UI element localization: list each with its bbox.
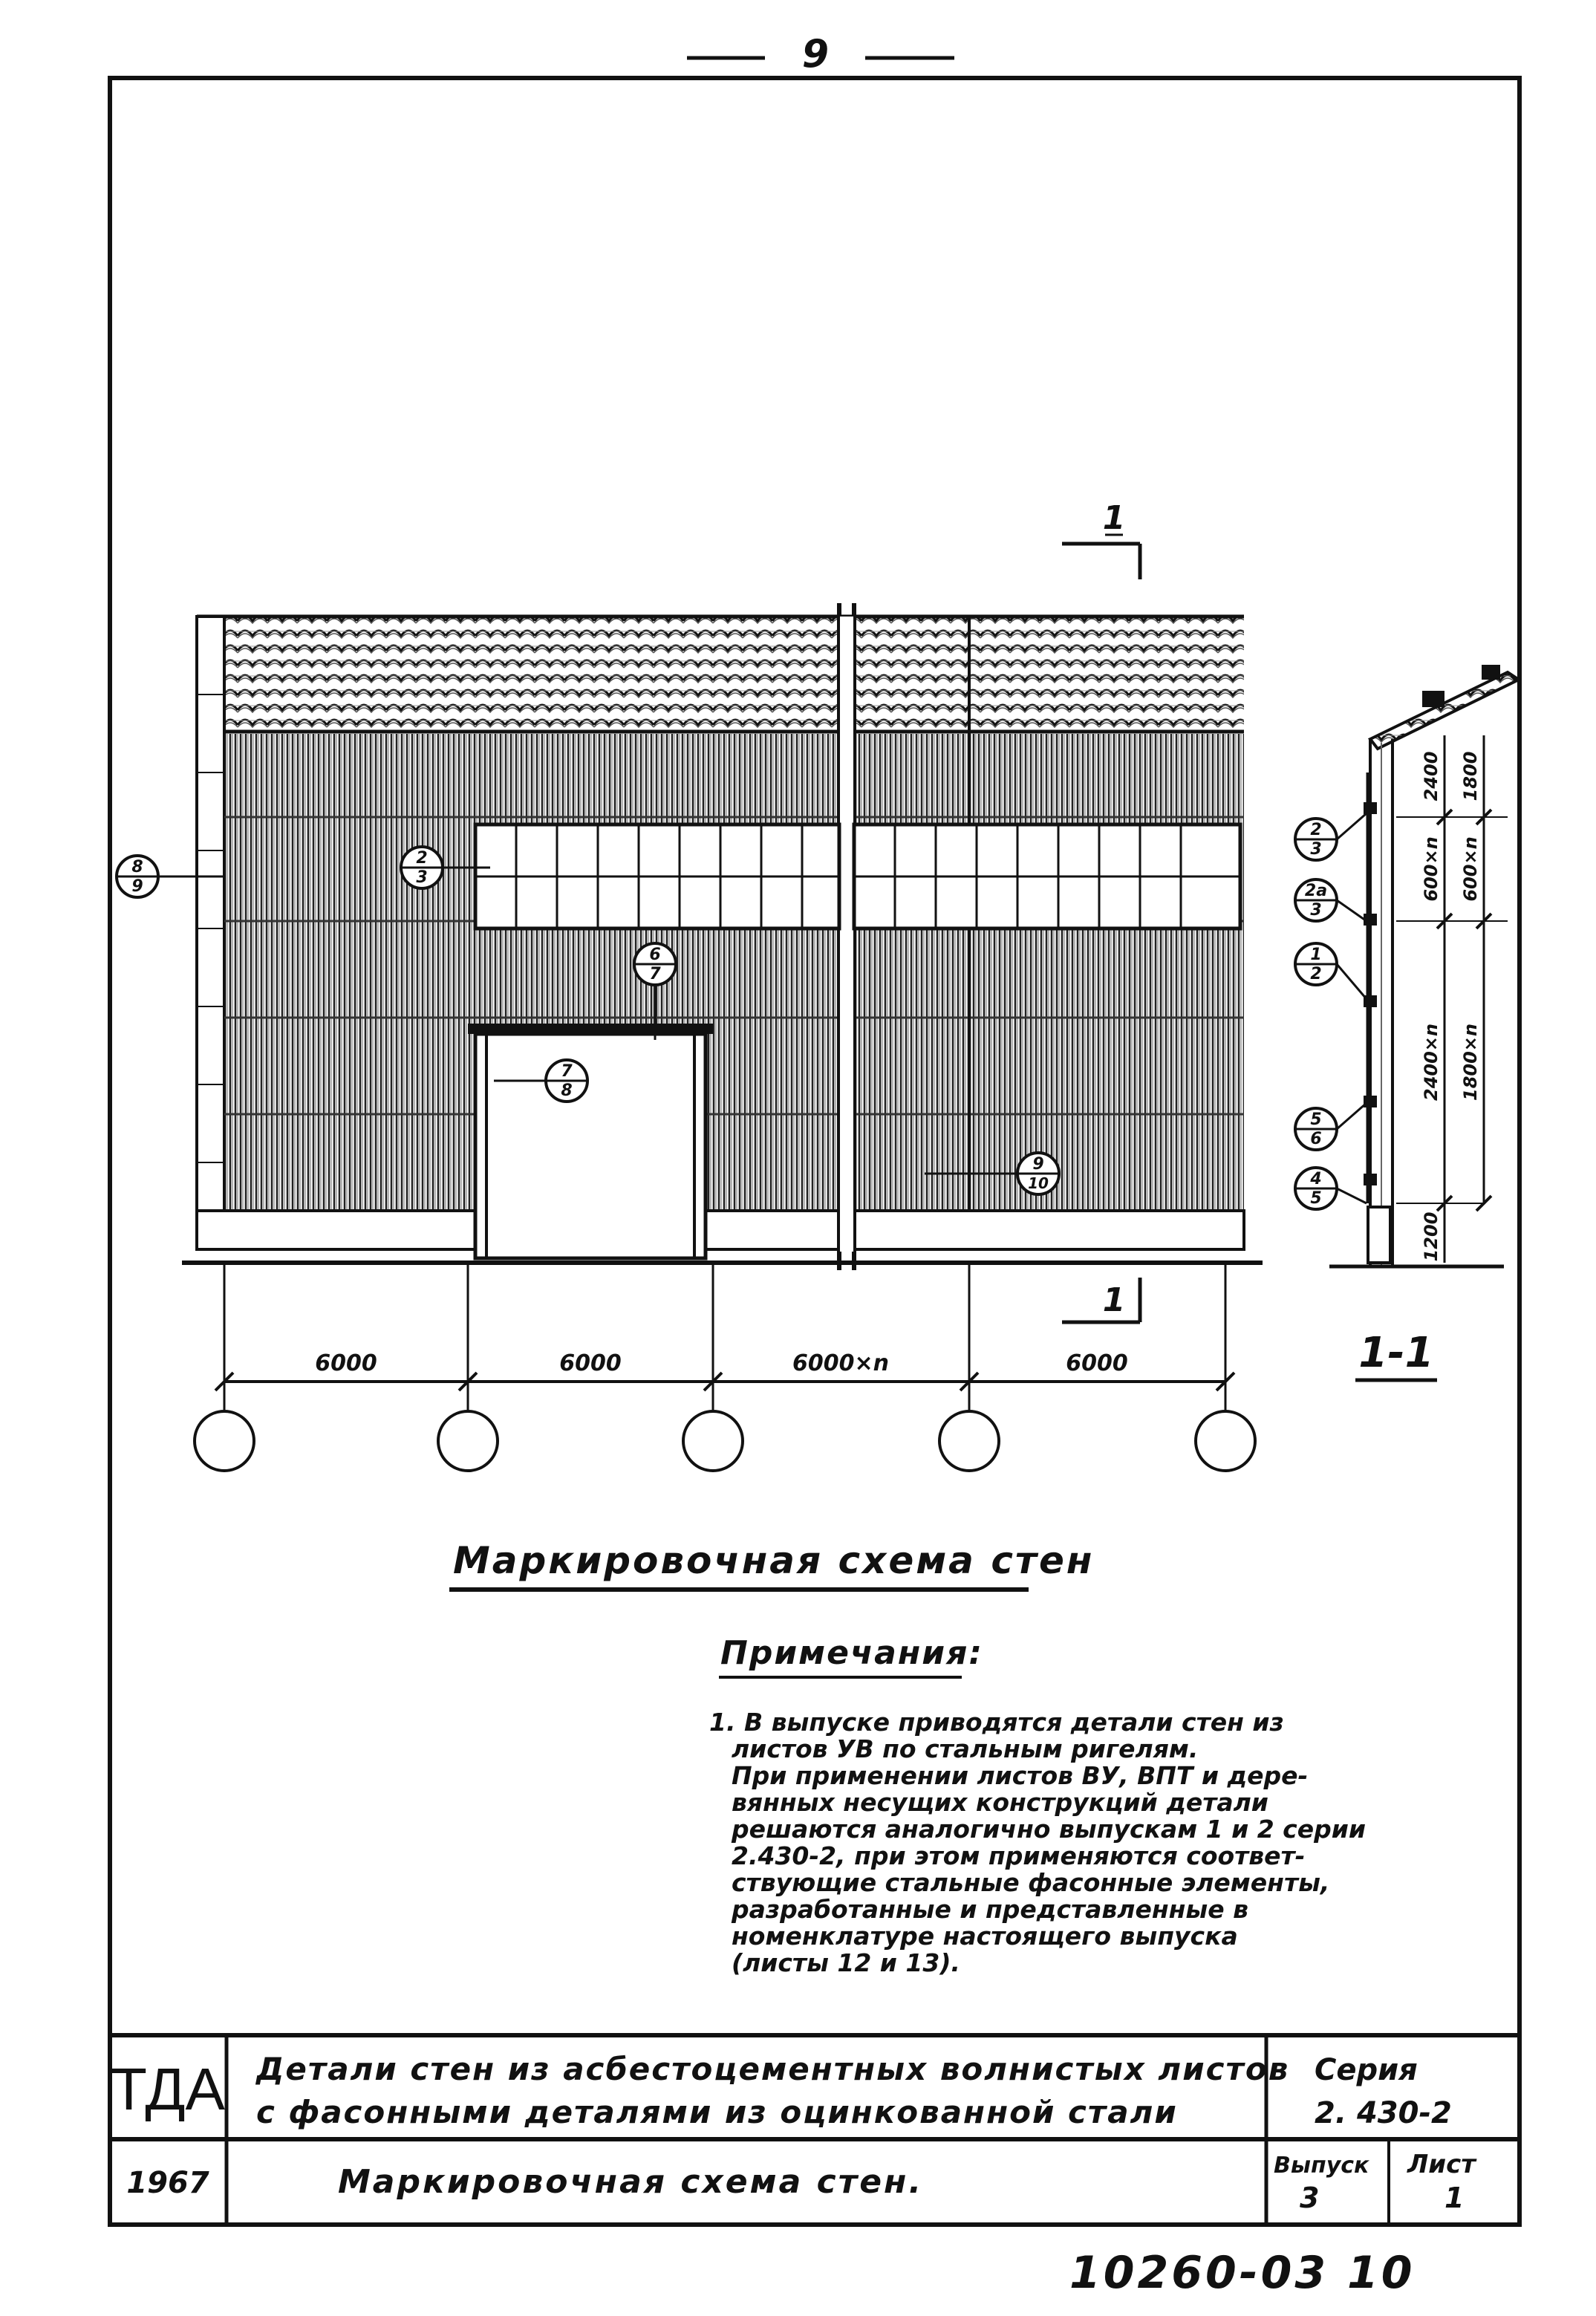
elevation-callout: 2 3 <box>400 845 490 890</box>
svg-text:1: 1 <box>1310 946 1321 964</box>
page-number: 9 <box>687 32 954 77</box>
section-callout: 5 6 <box>1294 1102 1367 1151</box>
axis-bubble <box>1194 1410 1257 1472</box>
section-dim: 2400×n <box>1421 1024 1442 1101</box>
section-1-1: 2400 600×n 2400×n 1200 1800 600×n 1800×n… <box>1294 665 1522 1382</box>
svg-text:3: 3 <box>416 868 427 887</box>
window-band <box>473 822 1242 931</box>
svg-text:10: 10 <box>1028 1174 1049 1192</box>
elevation-callout: 7 8 <box>494 1058 589 1103</box>
page-number-text: 9 <box>802 32 829 77</box>
svg-text:8: 8 <box>561 1081 572 1100</box>
note-line: При применении листов ВУ, ВПТ и дере- <box>732 1761 1308 1790</box>
svg-text:2a: 2a <box>1305 882 1327 900</box>
section-dim: 600×n <box>1460 836 1481 901</box>
note-line: 1. В выпуске приводятся детали стен из <box>709 1708 1284 1737</box>
svg-text:8: 8 <box>131 858 143 876</box>
section-callout: 2a 3 <box>1294 878 1367 923</box>
wall-panel-right <box>854 734 1244 1209</box>
sheet-value: 1 <box>1444 2182 1464 2214</box>
axis-bubble <box>193 1410 255 1472</box>
year-label: 1967 <box>126 2166 209 2200</box>
sheet-label: Лист <box>1407 2150 1477 2179</box>
note-line: 2.430-2, при этом применяются соответ- <box>732 1841 1305 1870</box>
note-line: листов УВ по стальным ригелям. <box>732 1734 1198 1763</box>
svg-text:9: 9 <box>131 877 143 896</box>
svg-text:5: 5 <box>1310 1110 1321 1129</box>
note-line: решаются аналогично выпускам 1 и 2 серии <box>731 1815 1366 1844</box>
svg-text:2: 2 <box>416 849 427 868</box>
elevation-callout: 8 9 <box>115 854 223 899</box>
note-line: разработанные и представленные в <box>731 1895 1248 1924</box>
svg-text:2: 2 <box>1310 965 1321 983</box>
series-value: 2. 430-2 <box>1315 2096 1452 2130</box>
org-label: ТДА <box>111 2056 225 2122</box>
caption-text: Маркировочная схема стен <box>453 1539 1094 1582</box>
sheet-title: Маркировочная схема стен. <box>338 2163 923 2201</box>
sheet-frame <box>108 76 1522 2227</box>
note-line: ствующие стальные фасонные элементы, <box>732 1868 1329 1897</box>
issue-value: 3 <box>1300 2182 1319 2214</box>
archive-stamp: 10260-03 10 <box>1069 2247 1416 2299</box>
svg-text:4: 4 <box>1309 1170 1321 1188</box>
title-block: ТДА 1967 Детали стен из асбестоцементных… <box>110 2033 1520 2225</box>
section-dim: 2400 <box>1421 752 1442 801</box>
issue-label: Выпуск <box>1274 2153 1369 2179</box>
svg-text:5: 5 <box>1310 1189 1321 1208</box>
roof-strip-left <box>224 618 839 729</box>
span-3: 6000×n <box>792 1350 889 1376</box>
section-marker-bottom: 1 <box>1062 1278 1142 1324</box>
axis-bubble <box>938 1410 1000 1472</box>
span-dimensions: 6000 6000 6000×n 6000 <box>193 1263 1257 1472</box>
door-opening <box>468 1024 713 1261</box>
svg-text:2: 2 <box>1310 821 1321 839</box>
axis-bubble <box>437 1410 499 1472</box>
series-label: Серия <box>1315 2053 1418 2087</box>
svg-text:1: 1 <box>1103 499 1126 537</box>
elevation-callout: 6 7 <box>633 942 677 1040</box>
svg-text:6: 6 <box>649 946 660 964</box>
svg-text:7: 7 <box>649 965 661 983</box>
section-callout: 1 2 <box>1294 942 1368 1000</box>
span-1: 6000 <box>315 1350 377 1376</box>
section-callout: 4 5 <box>1294 1166 1367 1211</box>
svg-text:7: 7 <box>561 1062 573 1081</box>
span-4: 6000 <box>1066 1350 1128 1376</box>
svg-text:3: 3 <box>1310 901 1321 920</box>
notes-block: Примечания: 1. В выпуске приводятся дета… <box>709 1634 1366 1977</box>
notes-title: Примечания: <box>720 1634 983 1672</box>
svg-text:3: 3 <box>1310 840 1321 859</box>
svg-text:1: 1 <box>1103 1281 1126 1319</box>
section-callout: 2 3 <box>1294 812 1367 862</box>
wall-elevation: 1 1 6000 6000 6000×n 6000 <box>115 499 1263 1472</box>
title-line-1: Детали стен из асбестоцементных волнисты… <box>255 2051 1289 2087</box>
section-marker-top: 1 <box>1062 499 1142 579</box>
roof-strip-right <box>854 618 1244 729</box>
note-line: номенклатуре настоящего выпуска <box>732 1922 1238 1951</box>
section-dim: 600×n <box>1421 836 1442 901</box>
elevation-callout: 9 10 <box>925 1151 1061 1196</box>
note-line: вянных несущих конструкций детали <box>732 1788 1268 1817</box>
drawing-caption: Маркировочная схема стен <box>449 1539 1094 1592</box>
axis-bubble <box>682 1410 744 1472</box>
section-dim: 1800 <box>1460 752 1481 801</box>
svg-text:6: 6 <box>1310 1130 1321 1148</box>
section-dim: 1800×n <box>1460 1024 1481 1101</box>
svg-text:9: 9 <box>1032 1155 1043 1174</box>
span-2: 6000 <box>559 1350 622 1376</box>
title-line-2: с фасонными деталями из оцинкованной ста… <box>256 2094 1178 2130</box>
section-label: 1-1 <box>1358 1329 1433 1377</box>
section-dim: 1200 <box>1421 1212 1442 1262</box>
note-line: (листы 12 и 13). <box>732 1948 960 1977</box>
